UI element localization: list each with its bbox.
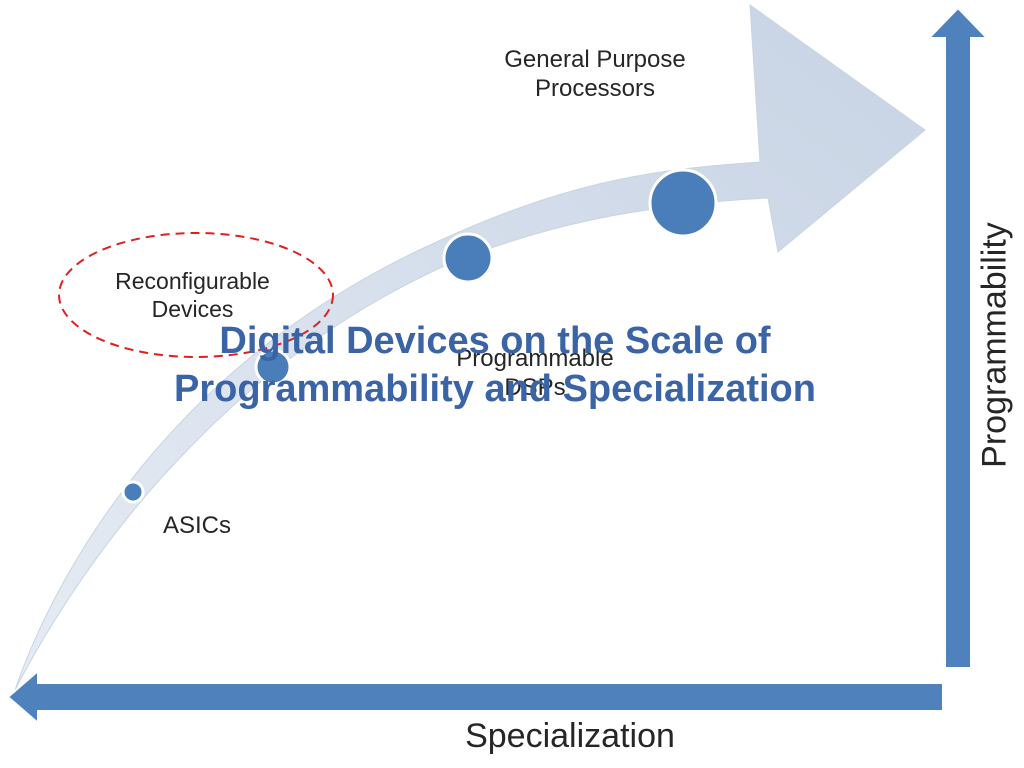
- reconf-label-line2: Devices: [151, 295, 234, 322]
- dsp-label-line2: DSPs: [504, 373, 566, 401]
- slide-title-line2: Programmability and Specialization: [174, 367, 816, 410]
- gpp-label-line1: General Purpose: [504, 46, 686, 73]
- gpp-label-line2: Processors: [534, 74, 656, 102]
- reconfigurable-devices-marker: [254, 348, 292, 386]
- reconfigurable-highlight-ellipse: [58, 232, 334, 358]
- slide-title-line1: Digital Devices on the Scale of: [219, 320, 771, 362]
- general-purpose-processors-marker: [648, 168, 718, 238]
- slide-title: Digital Devices on the Scale of Programm…: [60, 318, 930, 413]
- asics-marker: [121, 480, 145, 504]
- reconf-label-line1: Reconfigurable: [115, 268, 270, 294]
- specialization-axis-label: Specialization: [465, 717, 675, 755]
- specialization-axis-arrow: [6, 668, 944, 726]
- programmability-axis-label: Programmability: [975, 222, 1014, 468]
- programmability-axis-arrow: [926, 6, 990, 669]
- asics-label: ASICs: [163, 512, 232, 539]
- programmable-dsps-marker: [442, 232, 494, 284]
- reconfigurable-devices-label: Reconfigurable Devices: [70, 268, 315, 323]
- programmable-dsps-label: Programmable DSPs: [405, 345, 665, 403]
- general-purpose-processors-label: General Purpose Processors: [460, 46, 730, 104]
- dsp-label-line1: Programmable: [456, 345, 614, 372]
